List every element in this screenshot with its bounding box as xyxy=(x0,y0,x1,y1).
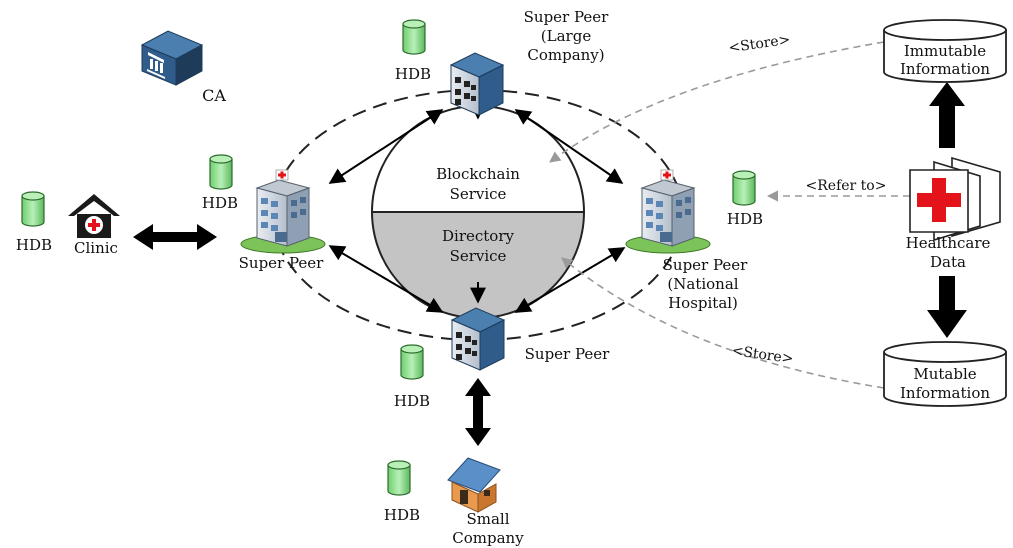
small-company-peer-arrow xyxy=(465,378,491,446)
super-peer-left: HDB Super Peer xyxy=(202,154,326,272)
hospital-icon xyxy=(240,169,326,254)
hdb-label-right-peer: HDB xyxy=(727,210,763,228)
immutable-label-1: Immutable xyxy=(904,42,986,60)
server-icon xyxy=(450,52,504,116)
ca-node: CA xyxy=(140,30,226,105)
database-icon xyxy=(21,191,45,227)
database-icon xyxy=(400,344,424,380)
arrow-top-right xyxy=(514,109,624,184)
data-to-immutable-arrow xyxy=(929,82,965,148)
hdb-label-clinic: HDB xyxy=(16,236,52,254)
national-hospital-label-1: Super Peer xyxy=(663,256,749,274)
refer-to-label: <Refer to> xyxy=(806,178,887,194)
reference-links xyxy=(549,41,910,389)
arrow-bottom-right xyxy=(514,247,626,313)
super-peer-national-hospital: HDB Super Peer (National Hospital) xyxy=(625,169,763,312)
clinic-peer-arrow xyxy=(133,224,217,250)
clinic-node: HDB Clinic xyxy=(16,191,120,257)
super-peer-large-company: HDB Super Peer (Large Company) xyxy=(395,8,610,116)
immutable-cylinder-top xyxy=(883,19,1007,41)
immutable-information-store: Immutable Information xyxy=(883,19,1007,83)
mutable-cylinder-icon xyxy=(883,352,1007,407)
super-peer-bottom-label: Super Peer xyxy=(525,345,611,363)
national-hospital-label-3: Hospital) xyxy=(668,294,738,312)
healthcare-data-label-2: Data xyxy=(930,253,966,271)
hospital-icon xyxy=(625,169,711,254)
database-icon xyxy=(387,460,411,496)
hdb-label-small-company: HDB xyxy=(384,506,420,524)
hdb-label-left-peer: HDB xyxy=(202,194,238,212)
clinic-house-icon xyxy=(68,194,120,238)
mutable-label-2: Information xyxy=(900,384,990,402)
database-icon xyxy=(402,19,426,55)
directory-service-label-2: Service xyxy=(450,247,507,265)
server-icon xyxy=(451,307,505,371)
large-company-label-2: (Large xyxy=(541,27,592,45)
super-peer-bottom: Super Peer HDB xyxy=(394,307,611,410)
store-mutable-link xyxy=(561,257,885,389)
ca-label: CA xyxy=(202,86,226,105)
hdb-label-top: HDB xyxy=(395,65,431,83)
national-hospital-label-2: (National xyxy=(667,275,738,293)
clinic-label: Clinic xyxy=(74,239,118,257)
store-top-label: <Store> xyxy=(728,32,792,56)
medical-documents-icon xyxy=(909,156,1001,242)
small-company-label-2: Company xyxy=(452,529,524,547)
small-company-node: HDB Small Company xyxy=(384,457,524,547)
blockchain-service-label-1: Blockchain xyxy=(436,165,520,183)
hdb-label-bottom-peer: HDB xyxy=(394,392,430,410)
blockchain-service-label-2: Service xyxy=(450,185,507,203)
arrow-left-bottom xyxy=(328,245,444,313)
mutable-cylinder-top xyxy=(883,341,1007,363)
arrow-left-top xyxy=(328,109,444,184)
immutable-cylinder-icon xyxy=(883,30,1007,83)
store-bottom-label: <Store> xyxy=(731,343,795,367)
mutable-label-1: Mutable xyxy=(913,365,976,383)
directory-service-label-1: Directory xyxy=(442,227,515,245)
healthcare-data-node: Healthcare Data xyxy=(906,156,1001,271)
large-company-label-1: Super Peer xyxy=(524,8,610,26)
large-company-label-3: Company) xyxy=(527,46,604,64)
mutable-information-store: Mutable Information xyxy=(883,341,1007,407)
healthcare-data-label-1: Healthcare xyxy=(906,234,991,252)
block-arrows xyxy=(133,82,967,446)
small-company-label-1: Small xyxy=(466,510,509,528)
house-icon xyxy=(447,457,501,513)
super-peer-left-label: Super Peer xyxy=(239,254,325,272)
database-icon xyxy=(732,170,756,206)
database-icon xyxy=(209,154,233,190)
data-to-mutable-arrow xyxy=(927,276,967,338)
bank-server-icon xyxy=(140,30,204,86)
immutable-label-2: Information xyxy=(900,60,990,78)
